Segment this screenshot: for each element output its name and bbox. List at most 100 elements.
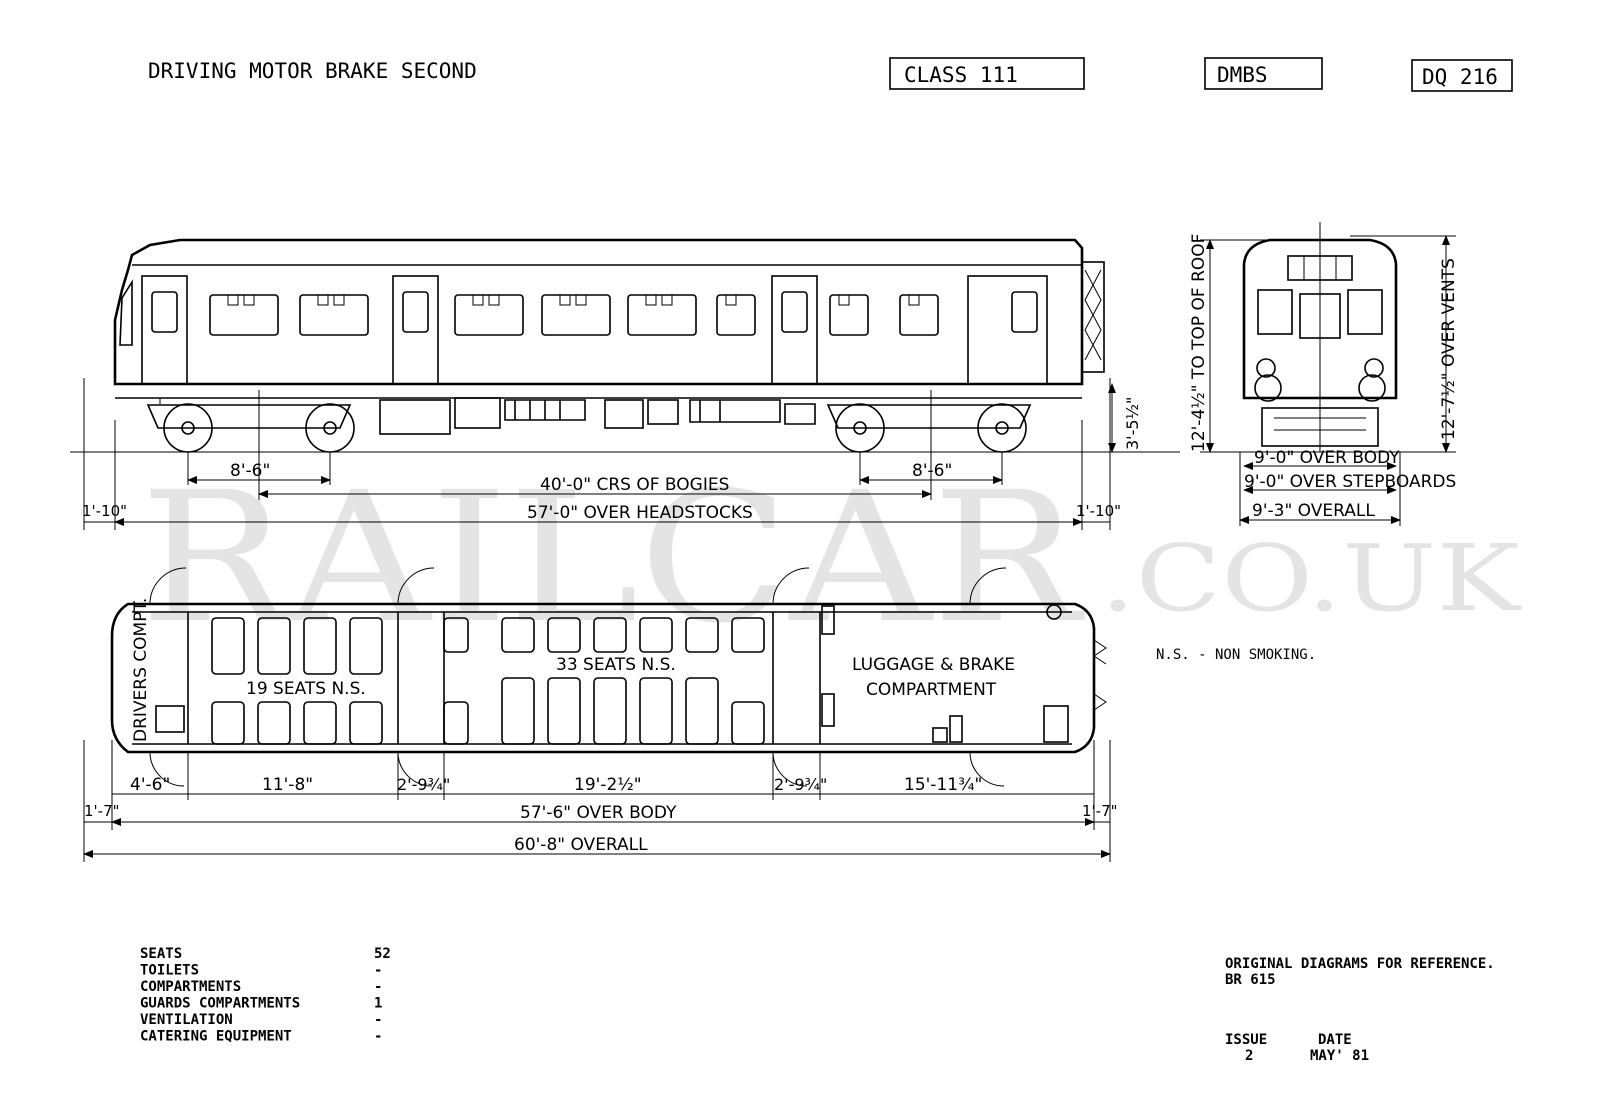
door-window xyxy=(402,291,429,333)
axle xyxy=(853,421,867,435)
dim-bogie-wheelbase-left-label: 8'-6" xyxy=(230,461,270,481)
diagram-number: DQ 216 xyxy=(1422,65,1498,89)
door-swings xyxy=(149,567,1007,787)
dim-over-body-label: 9'-0" OVER BODY xyxy=(1254,448,1400,468)
equipment-box xyxy=(784,403,816,425)
end-window-left xyxy=(1257,289,1293,335)
dim-overhang-right-label: 1'-10" xyxy=(1076,502,1121,520)
end-window-right xyxy=(1347,289,1383,335)
door xyxy=(141,275,188,385)
dim-vestibule2-length: 2'-9¾" xyxy=(774,775,827,794)
end-body-outline xyxy=(1242,238,1398,400)
non-smoking-note: N.S. - NON SMOKING. xyxy=(1156,647,1316,663)
dim-bogie-centres-label: 40'-0" CRS OF BOGIES xyxy=(540,475,729,495)
window-vents xyxy=(227,295,920,306)
door-window xyxy=(1011,291,1038,333)
header: DRIVING MOTOR BRAKE SECOND CLASS 111 DMB… xyxy=(148,57,1513,92)
door-window xyxy=(781,291,808,333)
spec-label: TOILETS xyxy=(140,963,199,979)
bogie-frame-right xyxy=(826,404,1032,429)
guard-equipment xyxy=(821,604,1069,743)
issue-value: 2 xyxy=(1245,1048,1253,1064)
watermark-suffix: .CO.UK xyxy=(1100,525,1523,632)
bogies xyxy=(146,403,1032,453)
spec-value: 1 xyxy=(374,996,382,1012)
luggage-label-1: LUGGAGE & BRAKE xyxy=(852,655,1015,675)
door-window xyxy=(151,291,178,333)
dim-end-left-label: 1'-7" xyxy=(84,802,120,820)
gangway-end xyxy=(1081,261,1105,373)
lamp-left xyxy=(1256,358,1276,378)
seats-33-label: 33 SEATS N.S. xyxy=(556,655,676,675)
equipment-box xyxy=(604,399,644,429)
body-outline xyxy=(113,238,1084,386)
plan-view: DRIVERS COMPT. 19 SEATS N.S. 33 SEATS N.… xyxy=(83,567,1316,862)
engine xyxy=(689,399,781,423)
reference-line-1: ORIGINAL DIAGRAMS FOR REFERENCE. xyxy=(1225,956,1495,972)
door xyxy=(771,275,818,385)
class-label: CLASS 111 xyxy=(904,63,1018,87)
dim-top-of-roof-label: 12'-4½" TO TOP OF ROOF xyxy=(1189,234,1209,452)
plan-gangway xyxy=(1093,639,1107,711)
cab-front-window xyxy=(119,279,133,346)
spec-value: - xyxy=(374,979,382,995)
issue-label: ISSUE xyxy=(1225,1032,1267,1048)
luggage-label-2: COMPARTMENT xyxy=(866,680,997,700)
door xyxy=(392,275,439,385)
side-windows xyxy=(209,294,939,336)
equipment-box xyxy=(647,399,679,425)
lamp-right xyxy=(1364,358,1384,378)
dim-bogie-wheelbase-right-label: 8'-6" xyxy=(912,461,952,481)
axle xyxy=(181,421,195,435)
buffer-right xyxy=(1358,374,1386,402)
driver-desk xyxy=(155,705,185,733)
class-box xyxy=(889,57,1085,90)
gangway-pattern xyxy=(1084,269,1102,361)
plan-outline xyxy=(110,602,1096,754)
engine xyxy=(504,399,586,421)
drivers-compt-label: DRIVERS COMPT. xyxy=(131,598,151,742)
axle xyxy=(995,421,1009,435)
seats-19 xyxy=(211,617,383,745)
dim-saloon1-length: 11'-8" xyxy=(262,775,313,795)
plan-extension-lines xyxy=(83,740,1111,862)
dim-over-body-label: 57'-6" OVER BODY xyxy=(520,803,677,823)
equipment-box xyxy=(454,397,501,429)
dim-luggage-length: 15'-11¾" xyxy=(904,775,982,795)
spec-label: COMPARTMENTS xyxy=(140,979,241,995)
underframe-equipment xyxy=(159,397,816,435)
dim-floor-height-label: 3'-5½" xyxy=(1123,397,1142,450)
spec-label: VENTILATION xyxy=(140,1012,233,1028)
dim-overall-label: 60'-8" OVERALL xyxy=(514,835,648,855)
dim-headstocks-label: 57'-0" OVER HEADSTOCKS xyxy=(527,503,753,523)
watermark-main: RAILCAR xyxy=(140,454,1085,663)
spec-value: - xyxy=(374,1012,382,1028)
gangway-bellows xyxy=(1081,261,1105,373)
diagram-title: DRIVING MOTOR BRAKE SECOND xyxy=(148,59,477,83)
dim-over-vents-label: 12'-7½" OVER VENTS xyxy=(1439,258,1459,440)
spec-value: - xyxy=(374,1029,382,1045)
buffer-left xyxy=(1254,374,1282,402)
dim-end-right-label: 1'-7" xyxy=(1082,802,1118,820)
dim-overhang-left-label: 1'-10" xyxy=(82,502,127,520)
dim-vestibule1-length: 2'-9¾" xyxy=(397,775,450,794)
axle xyxy=(323,421,337,435)
spec-value: 52 xyxy=(374,946,391,962)
end-elevation: 12'-4½" TO TOP OF ROOF 12'-7½" OVER VENT… xyxy=(1189,222,1459,526)
reference-block: ORIGINAL DIAGRAMS FOR REFERENCE. BR 615 … xyxy=(1225,956,1495,1064)
diagram-number-box xyxy=(1411,59,1513,92)
date-value: MAY' 81 xyxy=(1310,1048,1369,1064)
reference-line-2: BR 615 xyxy=(1225,972,1276,988)
type-label: DMBS xyxy=(1217,63,1268,87)
spec-label: GUARDS COMPARTMENTS xyxy=(140,996,300,1012)
dim-saloon2-length: 19'-2½" xyxy=(574,775,642,795)
side-doors xyxy=(141,275,1048,385)
side-elevation: 8'-6" 8'-6" 40'-0" CRS OF BOGIES 57'-0" … xyxy=(70,238,1180,530)
seats-19-label: 19 SEATS N.S. xyxy=(246,679,366,699)
spec-label: SEATS xyxy=(140,946,182,962)
dim-over-stepboards-label: 9'-0" OVER STEPBOARDS xyxy=(1244,472,1456,492)
date-label: DATE xyxy=(1318,1032,1352,1048)
watermark: RAILCAR .CO.UK xyxy=(140,454,1523,663)
